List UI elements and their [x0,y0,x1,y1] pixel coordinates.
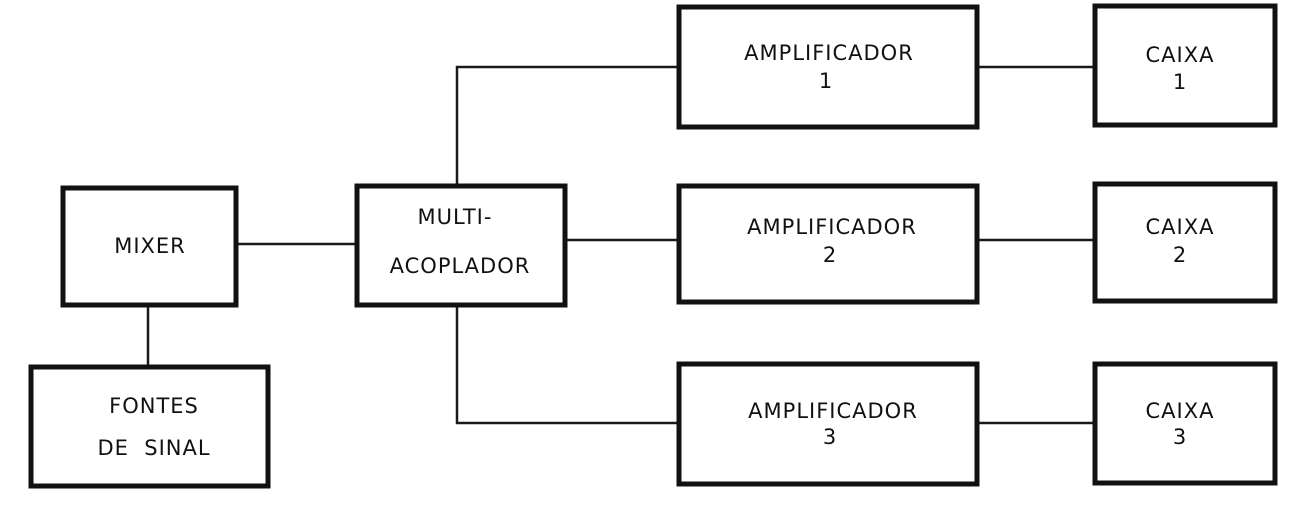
caixa-3-block: CAIXA 3 [1092,361,1278,486]
amplificador-1-label-line2: 1 [819,69,833,93]
amplificador-1-label-line1: AMPLIFICADOR [744,41,914,65]
caixa-1-box [1092,3,1278,128]
amplificador-3-block: AMPLIFICADOR 3 [676,361,980,487]
amplificador-1-block: AMPLIFICADOR 1 [676,4,980,130]
caixa-2-label-line2: 2 [1173,243,1187,267]
connectors [146,65,1095,425]
caixa-3-label-line1: CAIXA [1146,399,1215,423]
multi-acoplador-block: MULTI- ACOPLADOR [354,183,568,308]
amplificador-2-box [676,183,980,305]
multi-acoplador-label-line1: MULTI- [418,205,493,229]
connector-multi-amp1 [455,65,679,186]
multi-acoplador-box [354,183,568,308]
caixa-2-block: CAIXA 2 [1092,181,1278,304]
amplificador-1-box [676,4,980,130]
amplificador-2-label-line1: AMPLIFICADOR [747,215,917,239]
mixer-block: MIXER [60,185,239,308]
amplificador-3-label-line2: 3 [823,425,837,449]
fontes-block: FONTES DE SINAL [28,364,271,489]
amplificador-2-label-line2: 2 [823,243,837,267]
fontes-box [28,364,271,489]
amplificador-2-block: AMPLIFICADOR 2 [676,183,980,305]
amplificador-3-label-line1: AMPLIFICADOR [748,399,918,423]
caixa-1-label-line1: CAIXA [1146,43,1215,67]
mixer-label: MIXER [114,234,186,258]
caixa-1-label-line2: 1 [1173,70,1187,94]
connector-multi-amp3 [455,305,679,425]
caixa-3-box [1092,361,1278,486]
caixa-2-label-line1: CAIXA [1146,215,1215,239]
caixa-3-label-line2: 3 [1173,425,1187,449]
fontes-label-line1: FONTES [109,394,199,418]
multi-acoplador-label-line2: ACOPLADOR [390,254,531,278]
mixer-box [60,185,239,308]
caixa-2-box [1092,181,1278,304]
fontes-label-line2: DE SINAL [97,436,210,460]
caixa-1-block: CAIXA 1 [1092,3,1278,128]
amplificador-3-box [676,361,980,487]
